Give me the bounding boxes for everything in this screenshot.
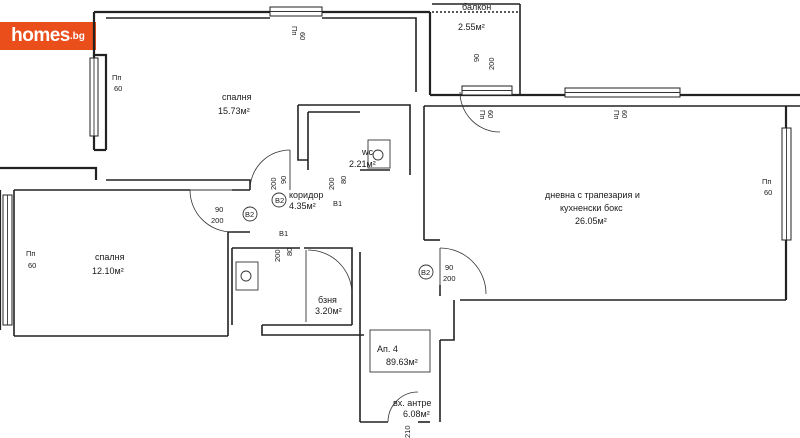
living-area: 26.05м² <box>575 216 607 226</box>
living-door-swing <box>439 247 487 295</box>
b1-door-width: 80 <box>285 248 294 256</box>
top-window-size: 60 <box>298 32 307 40</box>
corridor-area: 4.35м² <box>289 201 316 211</box>
logo-suffix: .bg <box>69 30 85 42</box>
bedroom2-door-swing <box>189 189 233 233</box>
top-window-type: Пп <box>290 26 299 35</box>
logo-main: homes <box>11 25 70 46</box>
balcony-door-width: 90 <box>472 54 481 62</box>
living-right-window-type: Пп <box>762 177 771 186</box>
door-swings <box>189 91 501 423</box>
living-door-code: B2 <box>421 268 430 277</box>
corridor-code-b1: B1 <box>333 199 342 208</box>
bath-door-swing <box>307 249 353 295</box>
wc-door-height: 200 <box>327 177 336 190</box>
door-codes <box>242 192 434 280</box>
living-name-line1: дневна с трапезария и <box>545 190 640 200</box>
corridor-left <box>297 105 308 161</box>
left2-window-size: 60 <box>28 261 36 270</box>
balcony-area: 2.55м² <box>458 22 485 32</box>
bedroom2-door-width: 90 <box>215 205 223 214</box>
corridor-code-b2: B2 <box>275 196 284 205</box>
living-door-width: 90 <box>445 263 453 272</box>
wc-door-width: 80 <box>339 176 348 184</box>
bedroom1-door-width: 90 <box>279 176 288 184</box>
windows <box>2 6 792 326</box>
b1-door-code: B1 <box>279 229 288 238</box>
bath-right <box>304 247 353 325</box>
living-name-line2: кухненски бокс <box>560 203 623 213</box>
left1-window-type: Пп <box>112 73 121 82</box>
bedroom2-door-height: 200 <box>211 216 224 225</box>
bedroom1-door-swing <box>249 149 291 191</box>
entrance-name: вх. антре <box>393 398 431 408</box>
bath-area: 3.20м² <box>315 306 342 316</box>
left1-window-size: 60 <box>114 84 122 93</box>
living-top-right-window-type: Пп <box>612 110 621 119</box>
living-door-height: 200 <box>443 274 456 283</box>
bedroom2-area: 12.10м² <box>92 266 124 276</box>
bath-bottom-outer <box>261 325 364 336</box>
living-top-left-window-size: 60 <box>486 110 495 118</box>
bedroom1-name: спалня <box>222 92 252 102</box>
entrance-door-width: 210 <box>403 425 412 438</box>
bath-name: бзня <box>318 295 337 305</box>
bedroom2-name: спалня <box>95 252 125 262</box>
wc-area: 2.21м² <box>349 159 376 169</box>
bedroom1-area: 15.73м² <box>218 106 250 116</box>
wc-name: wc <box>361 147 373 157</box>
living-right-window-size: 60 <box>764 188 772 197</box>
balcony-name: балкон <box>462 2 491 12</box>
labels: балкон 2.55м² спалня 15.73м² wc 2.21м² к… <box>26 2 772 438</box>
apartment-area: 89.63м² <box>386 357 418 367</box>
balcony-door-swing <box>459 91 501 133</box>
wc-toilet-icon <box>367 139 391 169</box>
b1-door-height: 200 <box>273 249 282 262</box>
living-top-right-window-size: 60 <box>620 110 629 118</box>
balcony-door-height: 200 <box>487 57 496 70</box>
living-top-left-window-type: Пп <box>478 110 487 119</box>
corridor-name: коридор <box>289 190 323 200</box>
entrance-area: 6.08м² <box>403 409 430 419</box>
bedroom1-right-inner <box>322 17 417 92</box>
bedroom1-left-wall <box>92 12 108 150</box>
wc-top <box>298 104 411 175</box>
apartment-label-box <box>369 329 431 373</box>
left2-window-type: Пп <box>26 249 35 258</box>
bedroom1-door-height: 200 <box>269 177 278 190</box>
entrance-door-swing <box>387 391 419 423</box>
fixtures <box>235 139 391 291</box>
bedroom2-top-a <box>0 166 98 180</box>
bath-sink-icon <box>235 261 259 291</box>
bedroom2-code: B2 <box>245 210 254 219</box>
homes-bg-logo[interactable]: homes.bg <box>0 22 96 50</box>
apartment-label: Ап. 4 <box>377 344 398 354</box>
bedroom1-bottom-wall <box>106 179 251 190</box>
entrance-right-step <box>440 300 455 341</box>
